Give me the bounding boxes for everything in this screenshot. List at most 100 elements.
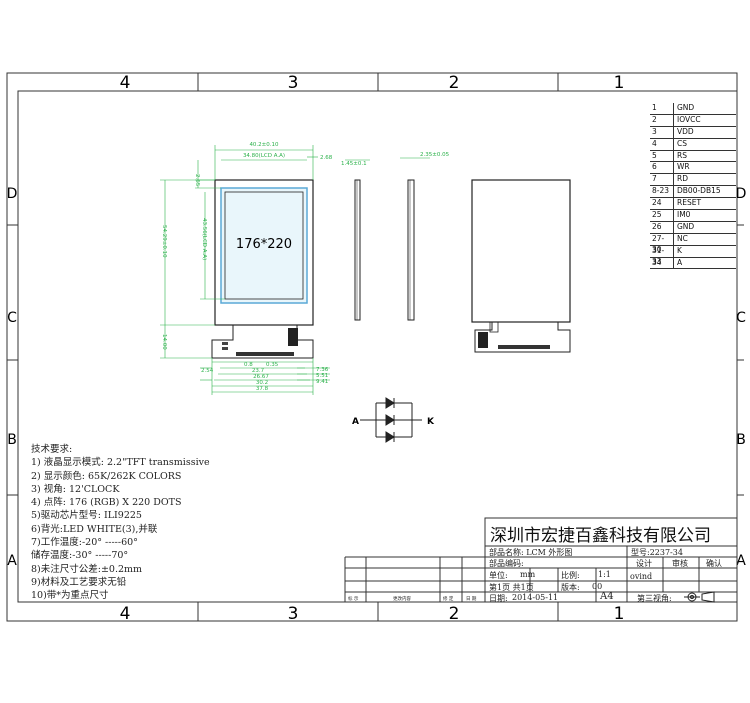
pin-number: 34 <box>650 257 674 269</box>
pin-signal: IM0 <box>677 210 691 220</box>
dimension-labels: 40.2±0.10 34.80(LCD A.A) 2.68 2.65 43.56… <box>161 142 450 392</box>
dim-bottom-6: 30.2 <box>256 380 268 386</box>
pin-signal: K <box>677 245 682 255</box>
note-line: 3) 视角: 12'CLOCK <box>31 483 120 495</box>
confirm-label: 确认 <box>706 559 722 568</box>
dim-fpc-height: 14.00 <box>161 334 167 350</box>
dimension-lines <box>160 145 430 395</box>
col-label-1-bottom: 1 <box>614 604 625 624</box>
dim-fpc-3: 9.41 <box>316 379 328 385</box>
paper-size: A4 <box>600 591 614 602</box>
note-line: 1) 液晶显示模式: 2.2"TFT transmissive <box>31 457 210 469</box>
dim-aa-width: 34.80(LCD A.A) <box>243 153 285 159</box>
dim-outer-width: 40.2±0.10 <box>249 142 279 148</box>
dim-top-offset: 2.68 <box>320 155 333 161</box>
revision-content-header: 更改内容 <box>393 597 411 602</box>
row-label-d-left: D <box>7 186 18 202</box>
pin-number: 31-33 <box>650 245 674 266</box>
note-line: 6)背光:LED WHITE(3),并联 <box>31 523 158 535</box>
pin-signal: RS <box>677 150 687 160</box>
note-line: 8)未注尺寸公差:±0.2mm <box>31 563 143 575</box>
version-value: 00 <box>592 582 603 591</box>
side-views <box>354 179 415 321</box>
pin-signal: A <box>677 257 683 267</box>
dim-bottom-5: 26.67 <box>253 374 269 380</box>
part-name-label: 部品名称: LCM 外形图 <box>489 548 573 557</box>
page-count: 第1页 共1页 <box>489 583 534 592</box>
backlight-circuit <box>360 397 422 443</box>
pin-signal: IOVCC <box>677 114 701 124</box>
row-label-d-right: D <box>736 186 747 202</box>
row-label-a-left: A <box>7 553 17 569</box>
title-block-grid <box>344 517 738 603</box>
pin-signal: WR <box>677 162 690 172</box>
date-value: 2014-05-11 <box>512 593 559 602</box>
dim-thickness-b: 2.35±0.05 <box>420 152 450 158</box>
revision-by-header: 修 定 <box>443 597 454 602</box>
row-label-a-right: A <box>736 553 746 569</box>
note-line: 7)工作温度:-20° -----60° <box>31 537 138 549</box>
front-view: 176*220 <box>211 179 314 359</box>
cathode-label: K <box>427 417 435 427</box>
dim-bottom-7: 37.8 <box>256 386 269 392</box>
note-line: 9)材料及工艺要求无铅 <box>31 576 127 588</box>
technical-notes: 技术要求: 1) 液晶显示模式: 2.2"TFT transmissive 2)… <box>31 443 331 603</box>
pin-signal: DB00-DB15 <box>677 186 721 196</box>
date-label: 日期: <box>489 594 508 603</box>
row-label-b-left: B <box>7 432 17 448</box>
pin-number: 1 <box>650 103 674 114</box>
pin-number: 26 <box>650 221 674 233</box>
back-view <box>471 179 571 353</box>
col-label-1-top: 1 <box>614 73 625 93</box>
dim-bottom-1: 2.54 <box>201 368 214 374</box>
pin-number: 7 <box>650 174 674 186</box>
revision-date-header: 日 期 <box>466 597 477 602</box>
scale-label: 比例: <box>561 571 580 580</box>
model-label: 型号:2237-34 <box>631 548 683 557</box>
pin-number: 6 <box>650 162 674 174</box>
review-label: 审核 <box>672 559 688 568</box>
dim-bottom-3: 0.35 <box>266 362 279 368</box>
dim-outer-height: 54.29±0.10 <box>161 225 167 258</box>
scale-value: 1:1 <box>598 570 611 579</box>
col-label-4-bottom: 4 <box>120 604 131 624</box>
resolution-label: 176*220 <box>236 237 292 252</box>
dim-fpc-2: 5.51 <box>316 373 328 379</box>
projection-symbol <box>684 591 715 603</box>
pin-signal: RD <box>677 174 688 184</box>
pin-number: 24 <box>650 198 674 210</box>
note-line: 2) 显示颜色: 65K/262K COLORS <box>31 470 182 482</box>
dim-aa-height: 43.56(LCD A.A) <box>201 218 207 260</box>
pin-number: 27-30 <box>650 233 674 254</box>
notes-title: 技术要求: <box>31 444 73 455</box>
pin-number: 5 <box>650 150 674 162</box>
note-line: 储存温度:-30° -----70° <box>31 550 129 562</box>
note-line: 5)驱动芯片型号: ILI9225 <box>31 510 142 522</box>
unit-value: mm <box>520 570 536 579</box>
design-label: 设计 <box>636 559 652 568</box>
col-label-2-bottom: 2 <box>449 604 460 624</box>
row-label-c-left: C <box>7 310 17 326</box>
anode-label: A <box>352 417 359 427</box>
dim-bottom-4: 23.7 <box>252 368 265 374</box>
pin-signal: CS <box>677 138 687 148</box>
version-label: 版本: <box>561 583 580 592</box>
zone-dividers <box>7 73 744 621</box>
pin-number: 2 <box>650 114 674 126</box>
dim-fpc-1: 7.36 <box>316 367 329 373</box>
col-label-3-top: 3 <box>288 73 299 93</box>
pin-signal: GND <box>677 221 695 231</box>
